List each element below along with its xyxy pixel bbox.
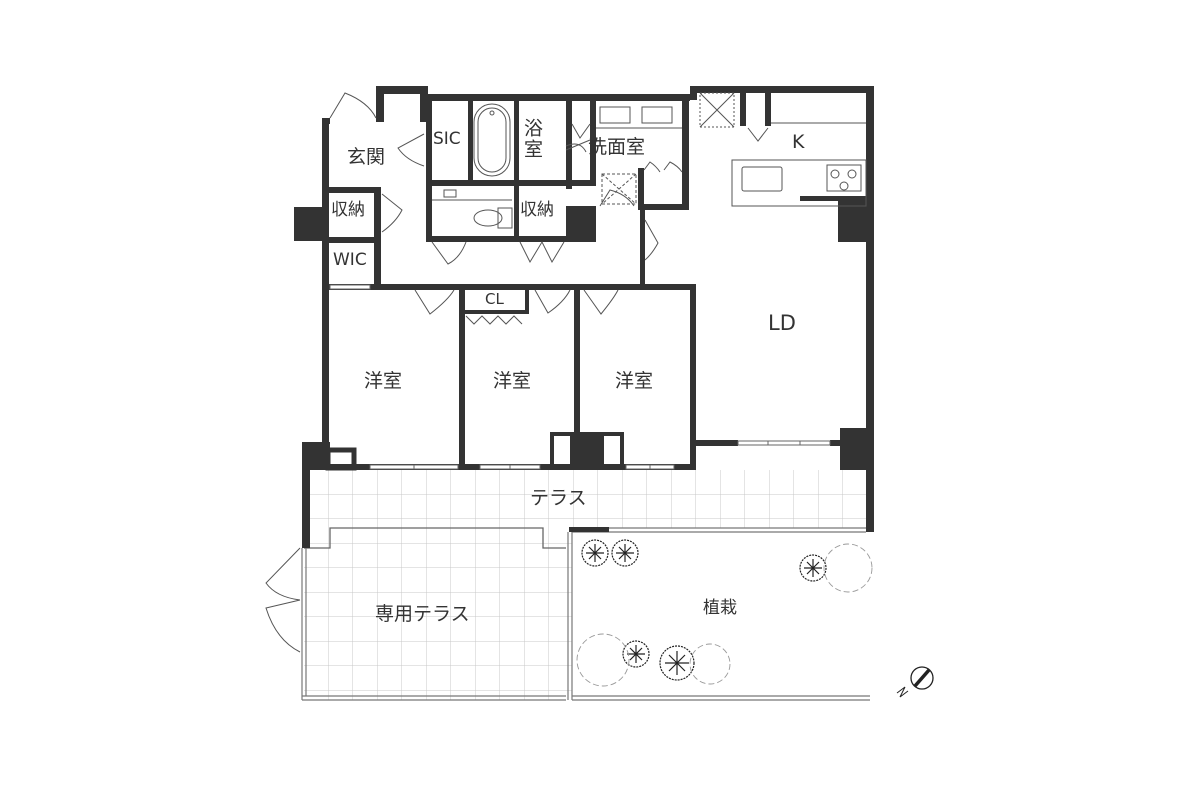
private-terrace-door: [265, 547, 301, 653]
tree-icons: [581, 539, 827, 681]
terrace-boundary: [301, 527, 870, 701]
windows: [329, 284, 831, 470]
room-label-closet: CL: [485, 290, 504, 308]
room-label-ld: LD: [768, 311, 796, 335]
room-label-sic: SIC: [433, 129, 461, 149]
room-label-private-terrace: 専用テラス: [375, 603, 470, 625]
bathtub: [473, 103, 511, 177]
room-label-storage-2: 収納: [520, 200, 554, 220]
door-swings: [329, 92, 769, 325]
room-label-western-2: 洋室: [493, 370, 532, 392]
room-label-western-3: 洋室: [615, 370, 654, 392]
kitchen-fixtures: [699, 92, 867, 207]
shrub-icons: [576, 543, 873, 687]
room-label-planting: 植栽: [703, 598, 737, 618]
wall-stub: [569, 527, 609, 532]
room-label-terrace: テラス: [530, 487, 587, 509]
room-label-genkan: 玄関: [347, 146, 386, 168]
north-compass-icon: [896, 666, 934, 698]
private-terrace-outline: [304, 527, 566, 549]
room-label-kitchen: K: [792, 131, 805, 153]
room-label-washroom: 洗面室: [588, 136, 646, 158]
room-label-wic: WIC: [333, 250, 367, 270]
room-label-western-1: 洋室: [364, 370, 403, 392]
washroom-sinks: [596, 106, 682, 205]
room-label-storage-1: 収納: [331, 200, 365, 220]
toilet: [432, 189, 513, 229]
terrace-tiles: [304, 470, 870, 700]
room-label-bath: 浴室: [521, 118, 543, 160]
